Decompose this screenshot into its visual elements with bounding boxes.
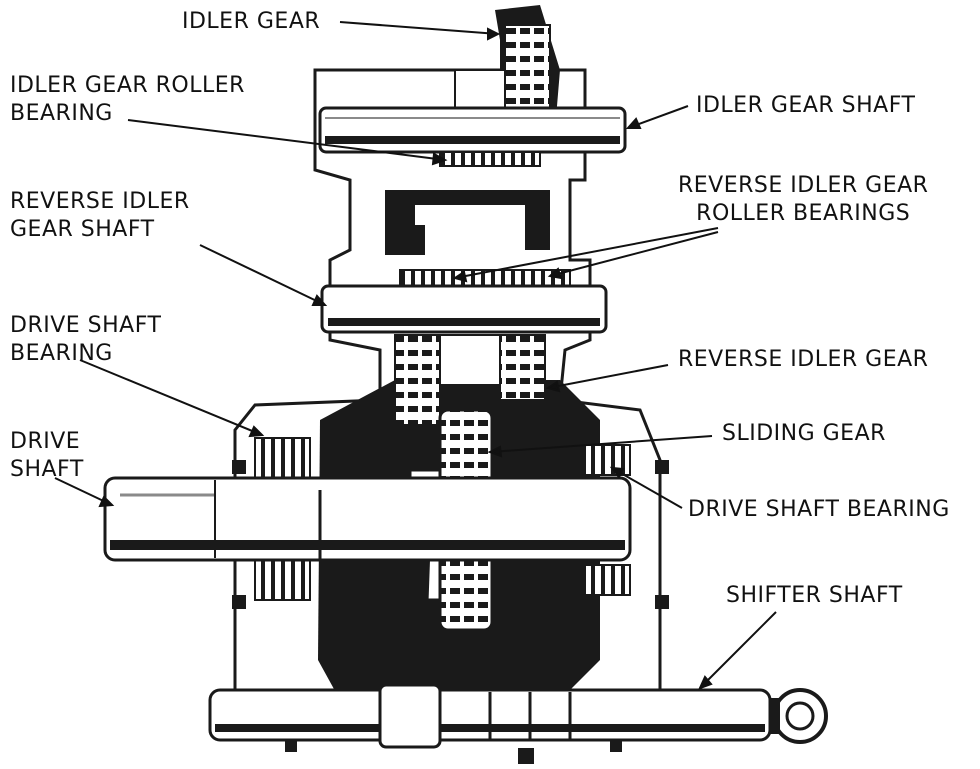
drive-shaft-bearings — [254, 437, 631, 601]
label-drive-shaft-bearing-left: DRIVE SHAFT BEARING — [10, 313, 162, 366]
label-drive-shaft-bearing-right: DRIVE SHAFT BEARING — [688, 497, 950, 522]
label-idler-gear-shaft: IDLER GEAR SHAFT — [696, 93, 916, 118]
label-reverse-idler-gear-roller-bearings: REVERSE IDLER GEAR ROLLER BEARINGS — [678, 173, 929, 226]
label-shifter-shaft: SHIFTER SHAFT — [726, 583, 903, 608]
idler-gear-roller-bearing — [439, 151, 541, 167]
label-sliding-gear: SLIDING GEAR — [722, 421, 886, 446]
reverse-idler-gear — [394, 334, 546, 426]
label-reverse-idler-gear: REVERSE IDLER GEAR — [678, 347, 929, 372]
idler-gear-shaft — [318, 106, 627, 154]
label-idler-gear-roller-bearing: IDLER GEAR ROLLER BEARING — [10, 73, 245, 126]
leader-lines — [54, 21, 777, 690]
shifter-shaft-body — [208, 683, 828, 749]
label-drive-shaft: DRIVE SHAFT — [10, 429, 84, 482]
label-idler-gear: IDLER GEAR — [182, 9, 321, 34]
reverse-idler-gear-shaft — [320, 284, 608, 334]
drive-shaft-body — [103, 476, 632, 562]
label-reverse-idler-gear-shaft: REVERSE IDLER GEAR SHAFT — [10, 189, 190, 242]
housing-bolts — [232, 460, 669, 764]
